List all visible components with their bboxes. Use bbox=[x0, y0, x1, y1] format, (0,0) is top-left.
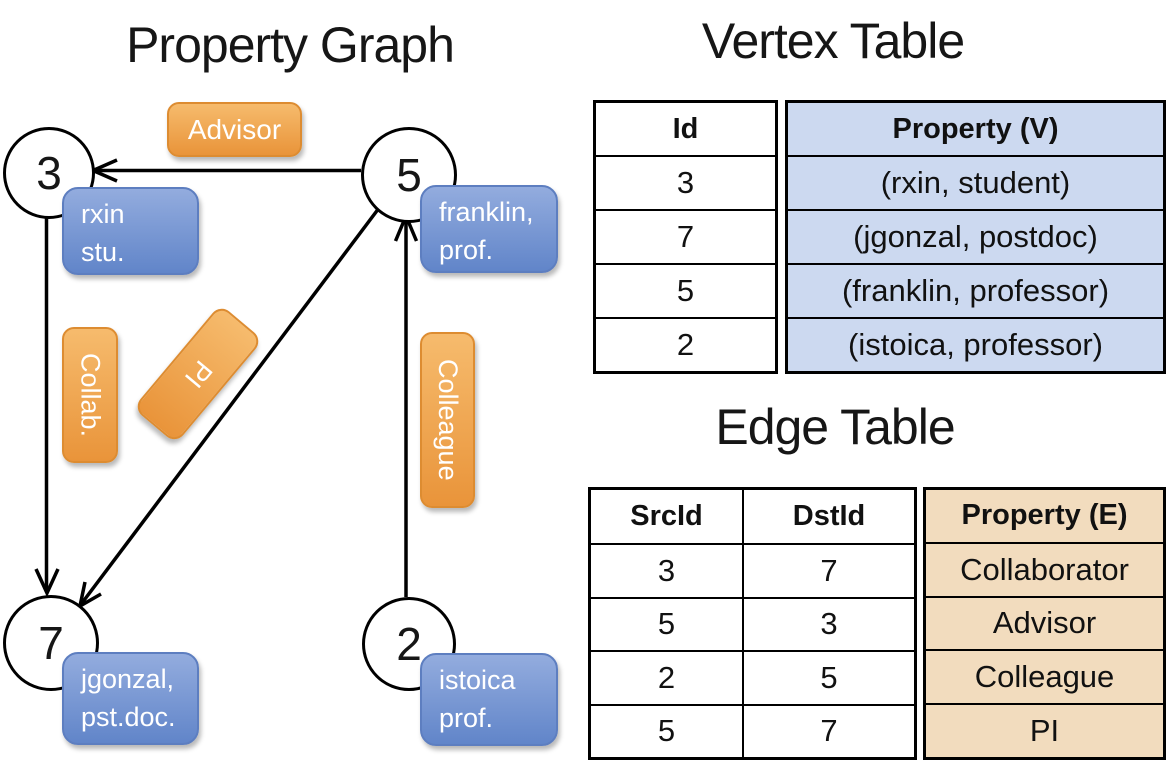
edge-label-pi: PI bbox=[132, 303, 264, 445]
table-cell: PI bbox=[926, 703, 1163, 757]
vertex-table-id-column: Id 3 7 5 2 bbox=[593, 100, 778, 374]
edge-table-id-columns: SrcId DstId 3 7 5 3 2 5 5 7 bbox=[588, 487, 917, 760]
table-cell: 5 bbox=[742, 650, 914, 704]
table-cell: Colleague bbox=[926, 649, 1163, 703]
edge-table-header-dstid: DstId bbox=[742, 490, 914, 544]
edge-table-property-column: Property (E) Collaborator Advisor Collea… bbox=[923, 487, 1166, 760]
vertex-label-line: jgonzal, bbox=[81, 664, 175, 694]
vertex-label-line: stu. bbox=[81, 237, 125, 268]
graph-title: Property Graph bbox=[126, 17, 455, 73]
table-cell: Collaborator bbox=[926, 541, 1163, 596]
table-cell: 5 bbox=[591, 596, 742, 650]
node-id: 3 bbox=[36, 147, 62, 199]
arrowhead-pi bbox=[77, 581, 102, 610]
vertex-table-property-column: Property (V) (rxin, student) (jgonzal, p… bbox=[785, 100, 1166, 374]
vertex-label-line: prof. bbox=[439, 235, 494, 266]
vertex-label-jgonzal: jgonzal, pst.doc. bbox=[62, 652, 199, 745]
table-cell: 3 bbox=[596, 155, 775, 209]
vertex-table-header-property: Property (V) bbox=[892, 112, 1059, 145]
table-cell: 2 bbox=[596, 317, 775, 371]
vertex-label-line: franklin, bbox=[439, 197, 534, 227]
node-id: 2 bbox=[396, 618, 422, 670]
node-id: 7 bbox=[38, 617, 64, 669]
table-cell: 5 bbox=[596, 263, 775, 317]
arrowhead-collab bbox=[34, 568, 60, 598]
edge-label-colleague: Colleague bbox=[420, 332, 475, 508]
vertex-label-line: prof. bbox=[439, 703, 494, 734]
arrowhead-advisor bbox=[88, 158, 118, 183]
edge-table-title: Edge Table bbox=[715, 399, 955, 455]
vertex-label-line: istoica bbox=[439, 665, 516, 695]
edge-label-collab: Collab. bbox=[62, 327, 118, 463]
graph-node-7: 7 bbox=[3, 595, 99, 691]
graph-node-3: 3 bbox=[3, 127, 95, 219]
table-cell: 7 bbox=[742, 703, 914, 757]
table-cell: (jgonzal, postdoc) bbox=[788, 209, 1163, 263]
table-cell: 2 bbox=[591, 650, 742, 703]
table-cell: 5 bbox=[591, 703, 742, 757]
table-cell: 3 bbox=[742, 596, 914, 651]
table-cell: (rxin, student) bbox=[788, 155, 1163, 209]
table-cell: (istoica, professor) bbox=[788, 317, 1163, 371]
edge-label-advisor: Advisor bbox=[167, 102, 302, 157]
edge-table-header-srcid: SrcId bbox=[630, 500, 703, 533]
vertex-label-line: rxin bbox=[81, 199, 125, 229]
vertex-label-franklin: franklin, prof. bbox=[420, 185, 558, 273]
vertex-label-line: pst.doc. bbox=[81, 702, 176, 733]
table-cell: Advisor bbox=[926, 595, 1163, 650]
vertex-label-rxin: rxin stu. bbox=[62, 187, 199, 275]
table-cell: 3 bbox=[591, 543, 742, 596]
node-id: 5 bbox=[396, 149, 422, 201]
edge-table-header-property: Property (E) bbox=[961, 499, 1128, 532]
table-cell: 7 bbox=[742, 543, 914, 597]
vertex-table-header-id: Id bbox=[672, 112, 699, 145]
vertex-table-title: Vertex Table bbox=[701, 13, 965, 69]
table-cell: (franklin, professor) bbox=[788, 263, 1163, 317]
table-cell: 7 bbox=[596, 209, 775, 263]
vertex-label-istoica: istoica prof. bbox=[420, 653, 558, 746]
